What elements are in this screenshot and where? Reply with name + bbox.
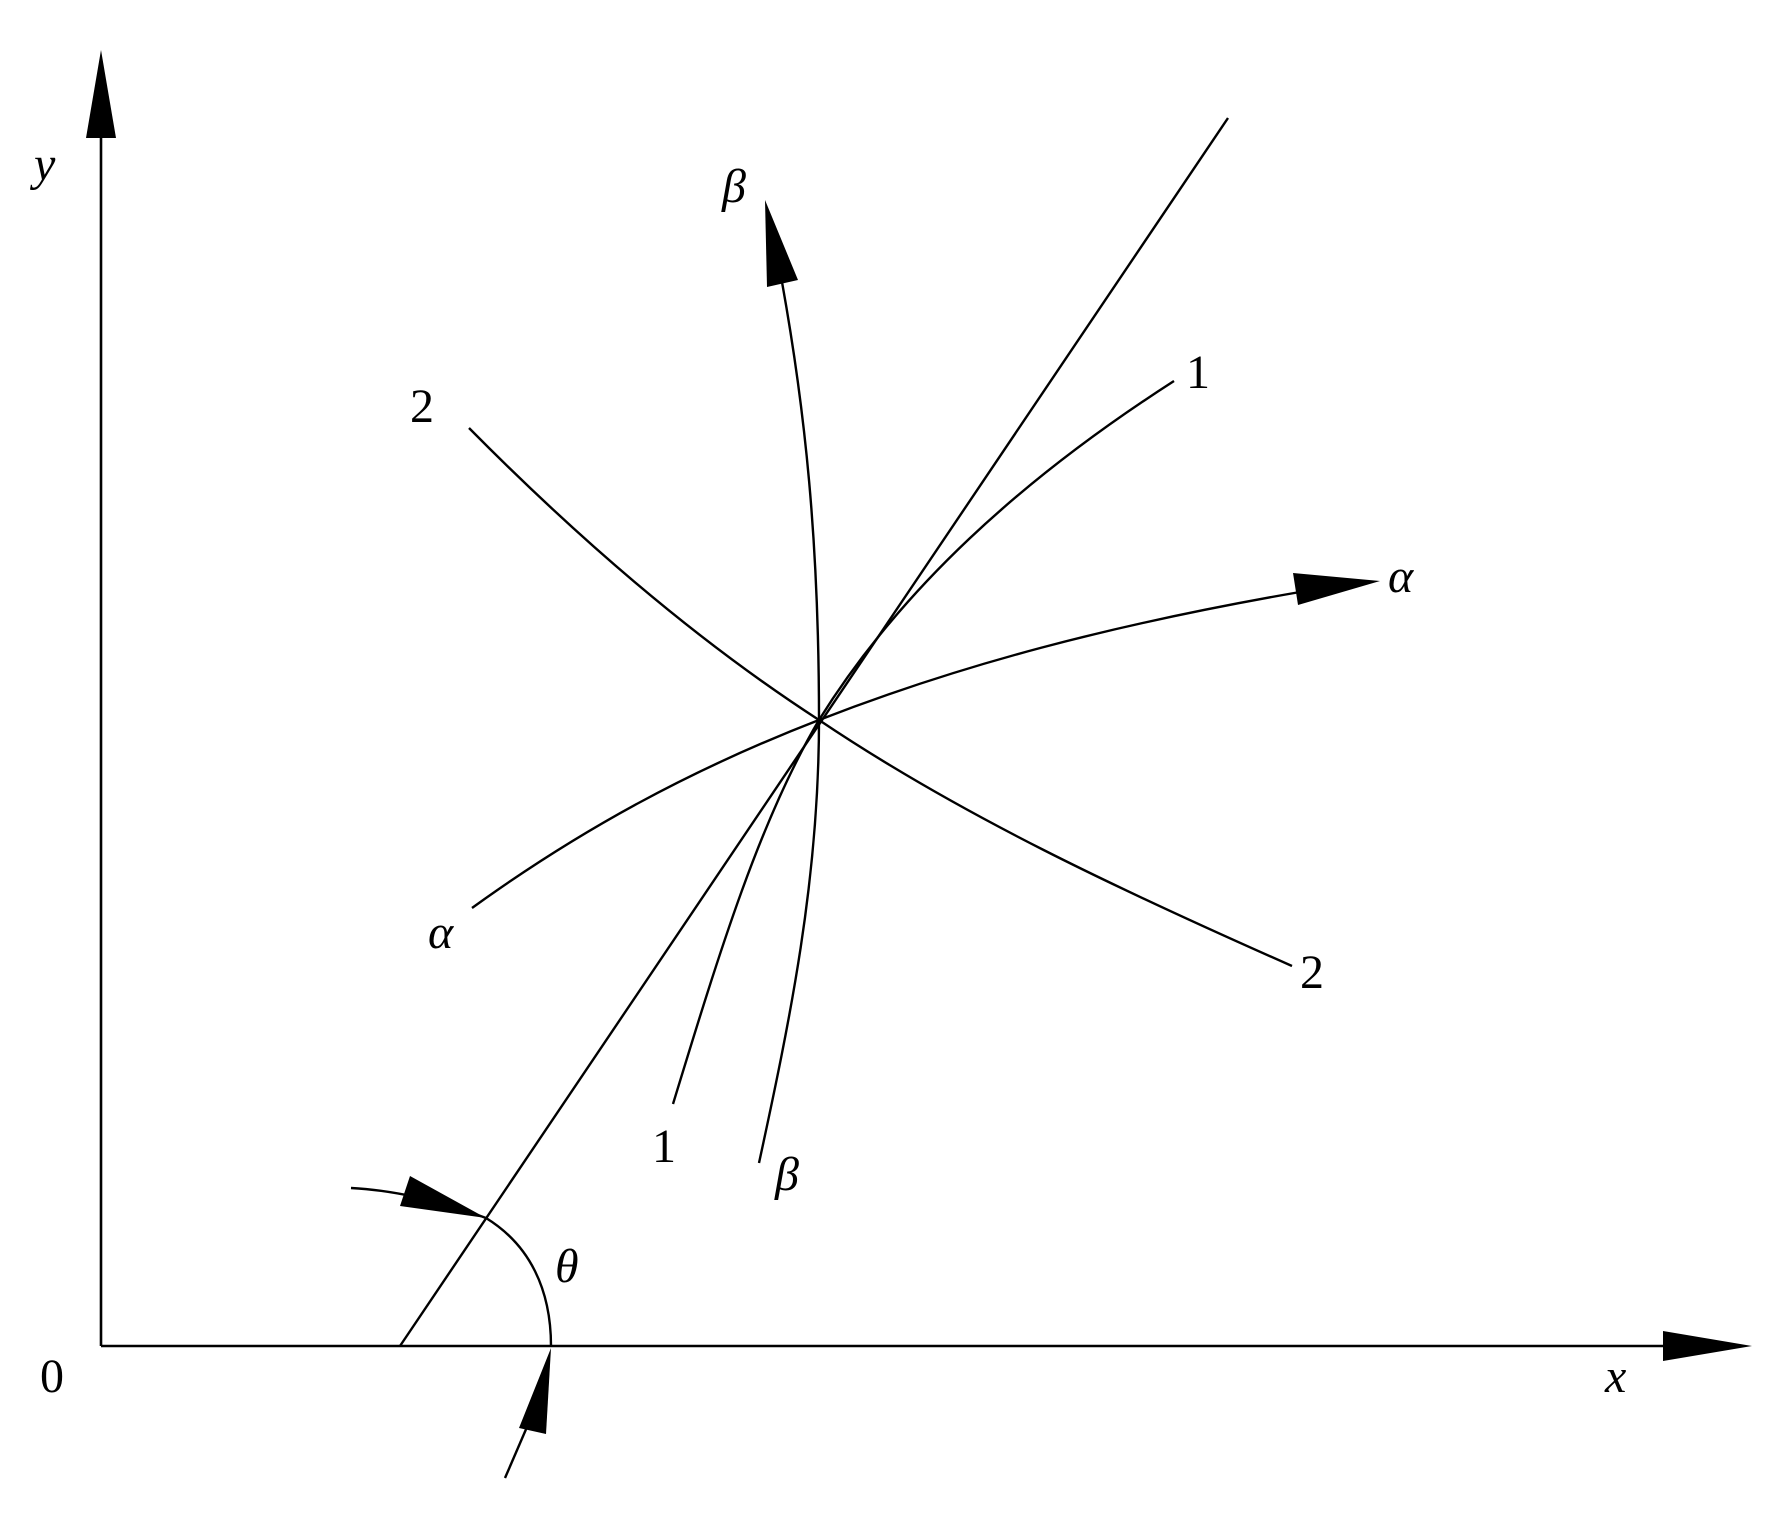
alpha-arrowhead-icon bbox=[1293, 573, 1380, 605]
theta-label: θ bbox=[555, 1240, 579, 1293]
tangent-line bbox=[399, 117, 1229, 1347]
y-axis-label: y bbox=[29, 138, 56, 191]
x-axis-label: x bbox=[1604, 1350, 1626, 1403]
origin-label: 0 bbox=[40, 1350, 64, 1403]
line2-top-label: 2 bbox=[410, 380, 434, 433]
line2-bottom-label: 2 bbox=[1300, 946, 1324, 999]
beta-curve bbox=[757, 281, 821, 1164]
alpha-right-label: α bbox=[1388, 550, 1414, 603]
y-axis-arrowhead-icon bbox=[86, 50, 116, 138]
x-axis bbox=[101, 1331, 1752, 1361]
line1-bottom-label: 1 bbox=[652, 1120, 676, 1173]
curve-1 bbox=[671, 379, 1175, 1105]
theta-arc bbox=[350, 1186, 553, 1347]
theta-arc-start-arrowhead-icon bbox=[400, 1176, 486, 1218]
theta-arc-end-arrowhead-icon bbox=[519, 1348, 551, 1434]
beta-bottom-label: β bbox=[774, 1148, 799, 1201]
beta-arrowhead-icon bbox=[765, 200, 798, 287]
line1-top-label: 1 bbox=[1186, 346, 1210, 399]
alpha-left-label: α bbox=[428, 906, 454, 959]
x-axis-arrowhead-icon bbox=[1663, 1331, 1752, 1361]
theta-lead-line bbox=[503, 1419, 532, 1479]
y-axis bbox=[86, 50, 116, 1346]
alpha-curve bbox=[471, 590, 1301, 909]
beta-top-label: β bbox=[721, 160, 746, 213]
